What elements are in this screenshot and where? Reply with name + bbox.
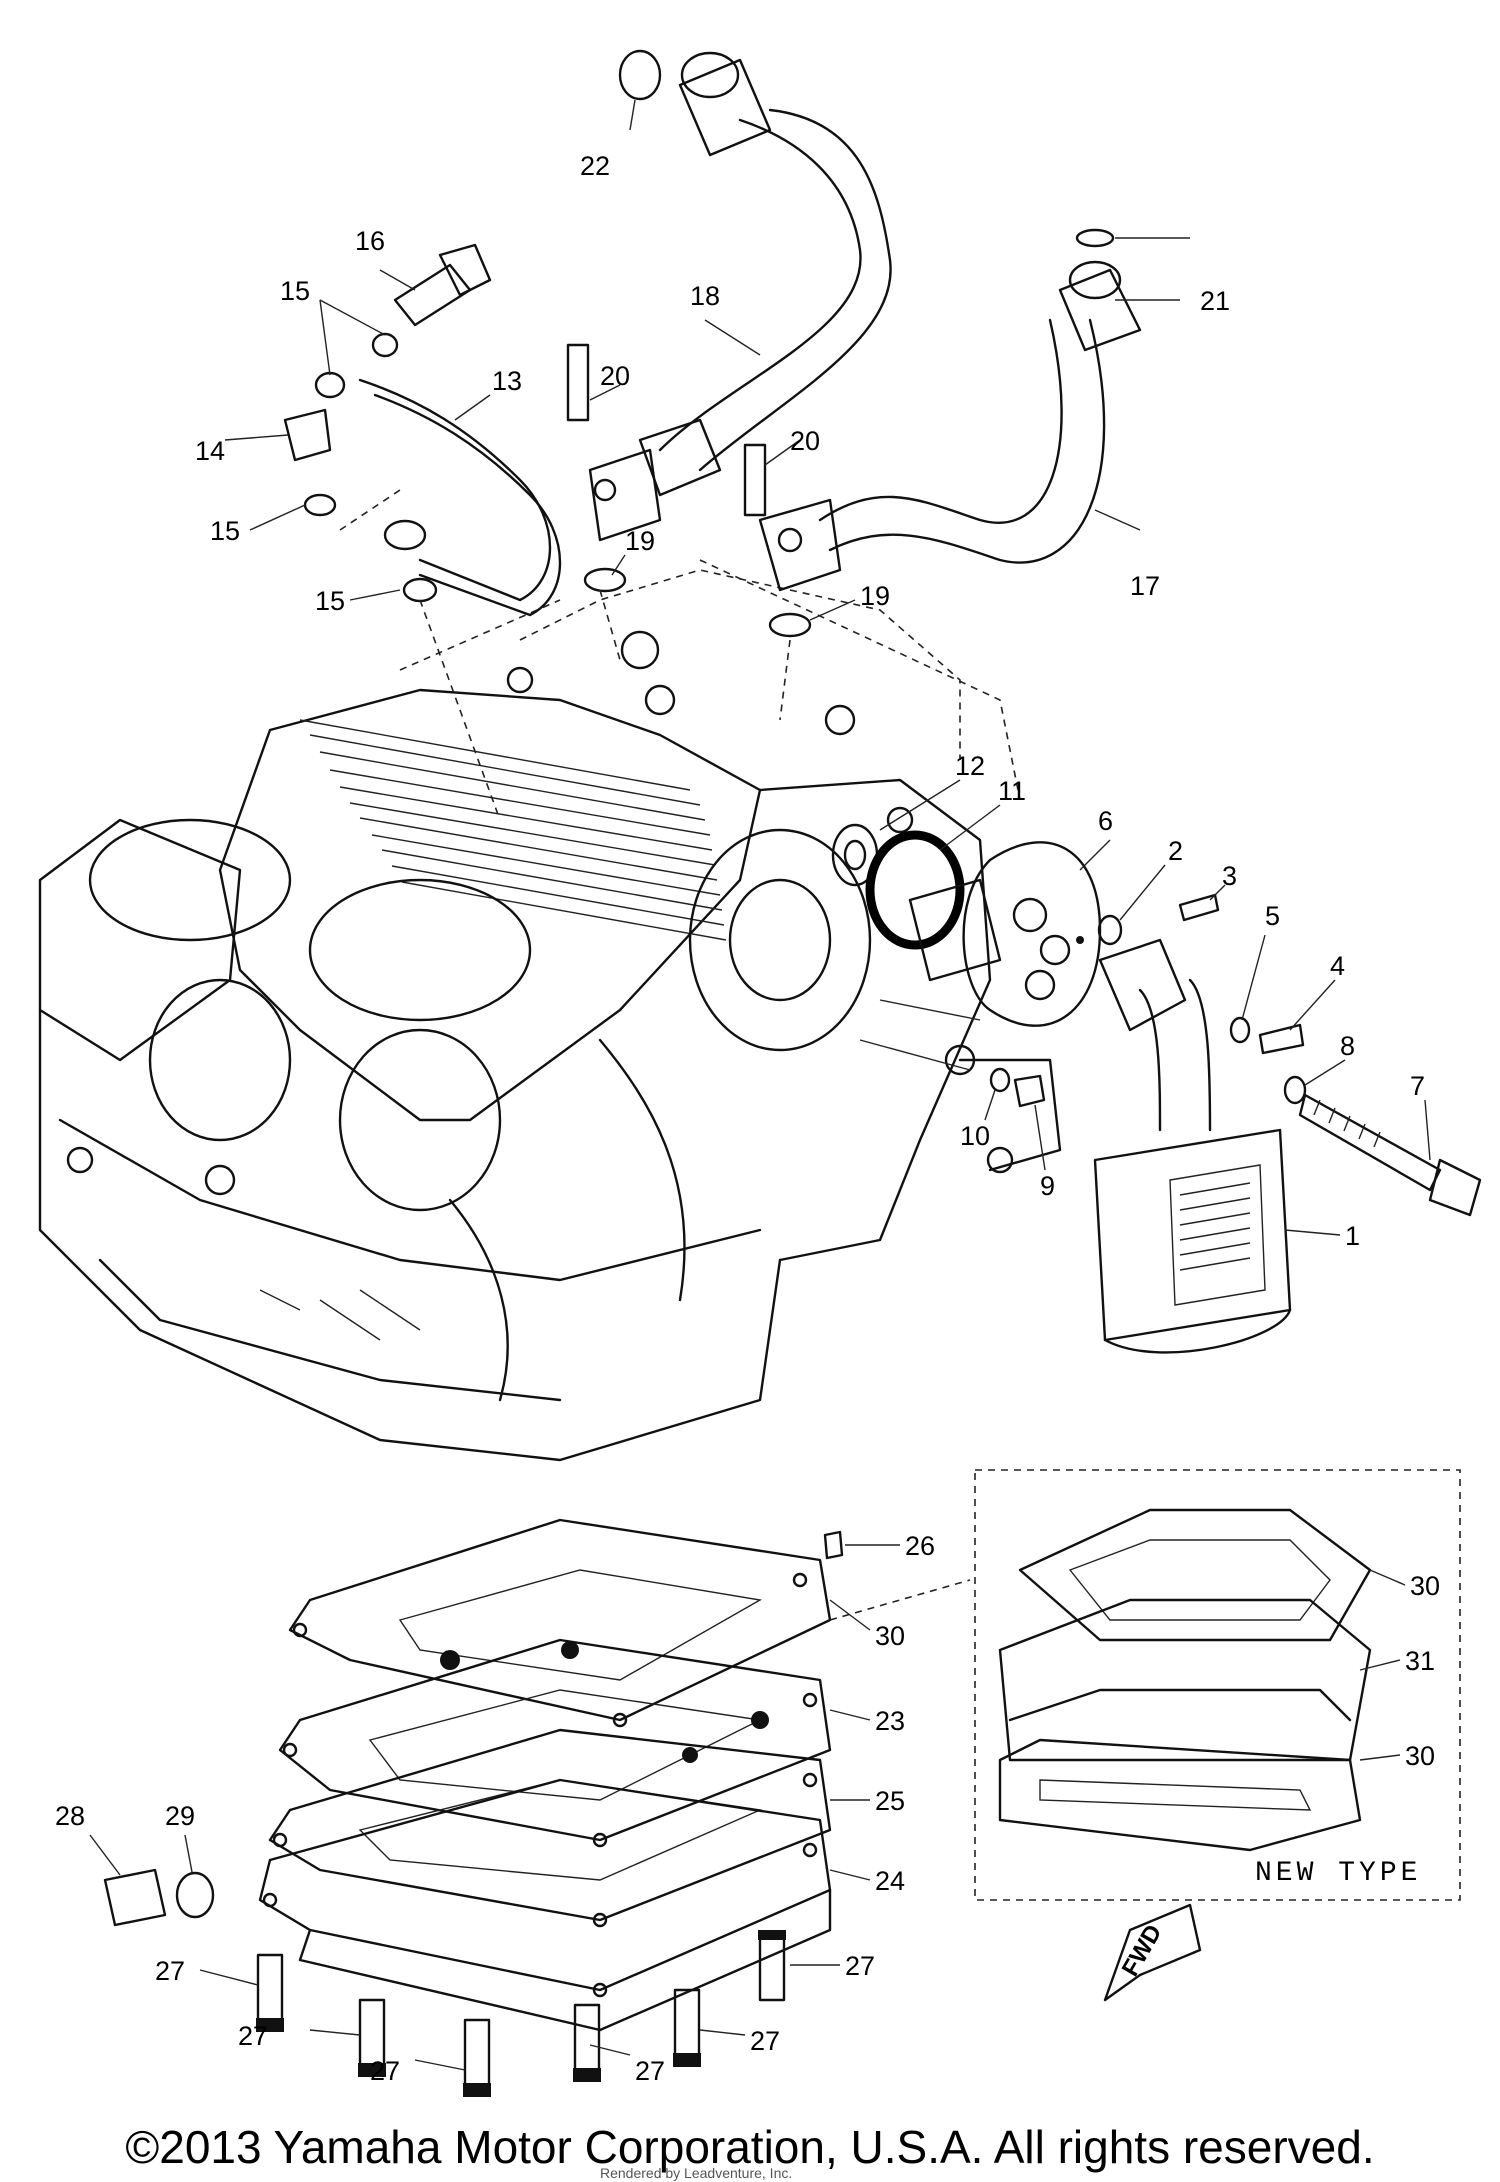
callout-7: 7 bbox=[1410, 1071, 1425, 1101]
callout-22: 22 bbox=[580, 151, 610, 181]
callout-16: 16 bbox=[355, 226, 385, 256]
callout-12: 12 bbox=[955, 751, 985, 781]
callout-1: 1 bbox=[1345, 1221, 1360, 1251]
new-type-label: NEW TYPE bbox=[1255, 1858, 1421, 1889]
callout-15c: 15 bbox=[315, 586, 345, 616]
callout-24: 24 bbox=[875, 1866, 905, 1896]
callout-30c: 30 bbox=[1405, 1741, 1435, 1771]
callout-30a: 30 bbox=[875, 1621, 905, 1651]
copyright-notice: ©2013 Yamaha Motor Corporation, U.S.A. A… bbox=[125, 2121, 1375, 2173]
oil-filter-assembly bbox=[831, 779, 1482, 1354]
callout-19b: 19 bbox=[860, 581, 890, 611]
callout-15a: 15 bbox=[280, 276, 310, 306]
callout-27c: 27 bbox=[370, 2056, 400, 2086]
callout-31: 31 bbox=[1405, 1646, 1435, 1676]
callout-5: 5 bbox=[1265, 901, 1280, 931]
callout-4: 4 bbox=[1330, 951, 1345, 981]
callout-17: 17 bbox=[1130, 571, 1160, 601]
render-credit: Rendered by Leadventure, Inc. bbox=[600, 2165, 793, 2181]
callout-2: 2 bbox=[1168, 836, 1183, 866]
callout-23: 23 bbox=[875, 1706, 905, 1736]
crankcase-assembly bbox=[38, 559, 1062, 1462]
callout-14: 14 bbox=[195, 436, 225, 466]
callout-27e: 27 bbox=[750, 2026, 780, 2056]
callout-26: 26 bbox=[905, 1531, 935, 1561]
callout-8: 8 bbox=[1340, 1031, 1355, 1061]
callout-27f: 27 bbox=[845, 1951, 875, 1981]
callout-6: 6 bbox=[1098, 806, 1113, 836]
callout-9: 9 bbox=[1040, 1171, 1055, 1201]
callout-30b: 30 bbox=[1410, 1571, 1440, 1601]
oil-pan-assembly bbox=[89, 1518, 971, 2097]
callout-27d: 27 bbox=[635, 2056, 665, 2086]
fwd-label: FWD bbox=[1117, 1920, 1168, 1981]
callout-29: 29 bbox=[165, 1801, 195, 1831]
callout-20b: 20 bbox=[790, 426, 820, 456]
fwd-arrow: FWD bbox=[1103, 1903, 1202, 2002]
callout-3: 3 bbox=[1222, 861, 1237, 891]
callout-19a: 19 bbox=[625, 526, 655, 556]
callout-28: 28 bbox=[55, 1801, 85, 1831]
callout-25: 25 bbox=[875, 1786, 905, 1816]
callout-13: 13 bbox=[492, 366, 522, 396]
callout-11: 11 bbox=[998, 776, 1026, 806]
oil-lines-assembly bbox=[224, 49, 1190, 821]
callout-10: 10 bbox=[960, 1121, 990, 1151]
callout-15b: 15 bbox=[210, 516, 240, 546]
callout-27b: 27 bbox=[238, 2021, 268, 2051]
callout-20a: 20 bbox=[600, 361, 630, 391]
callout-27a: 27 bbox=[155, 1956, 185, 1986]
callout-21: 21 bbox=[1200, 286, 1230, 316]
new-type-inset bbox=[974, 1469, 1461, 1901]
callout-18: 18 bbox=[690, 281, 720, 311]
callout-labels: 1 2 3 4 5 6 7 8 9 10 11 12 13 14 15 15 1… bbox=[55, 151, 1440, 2086]
